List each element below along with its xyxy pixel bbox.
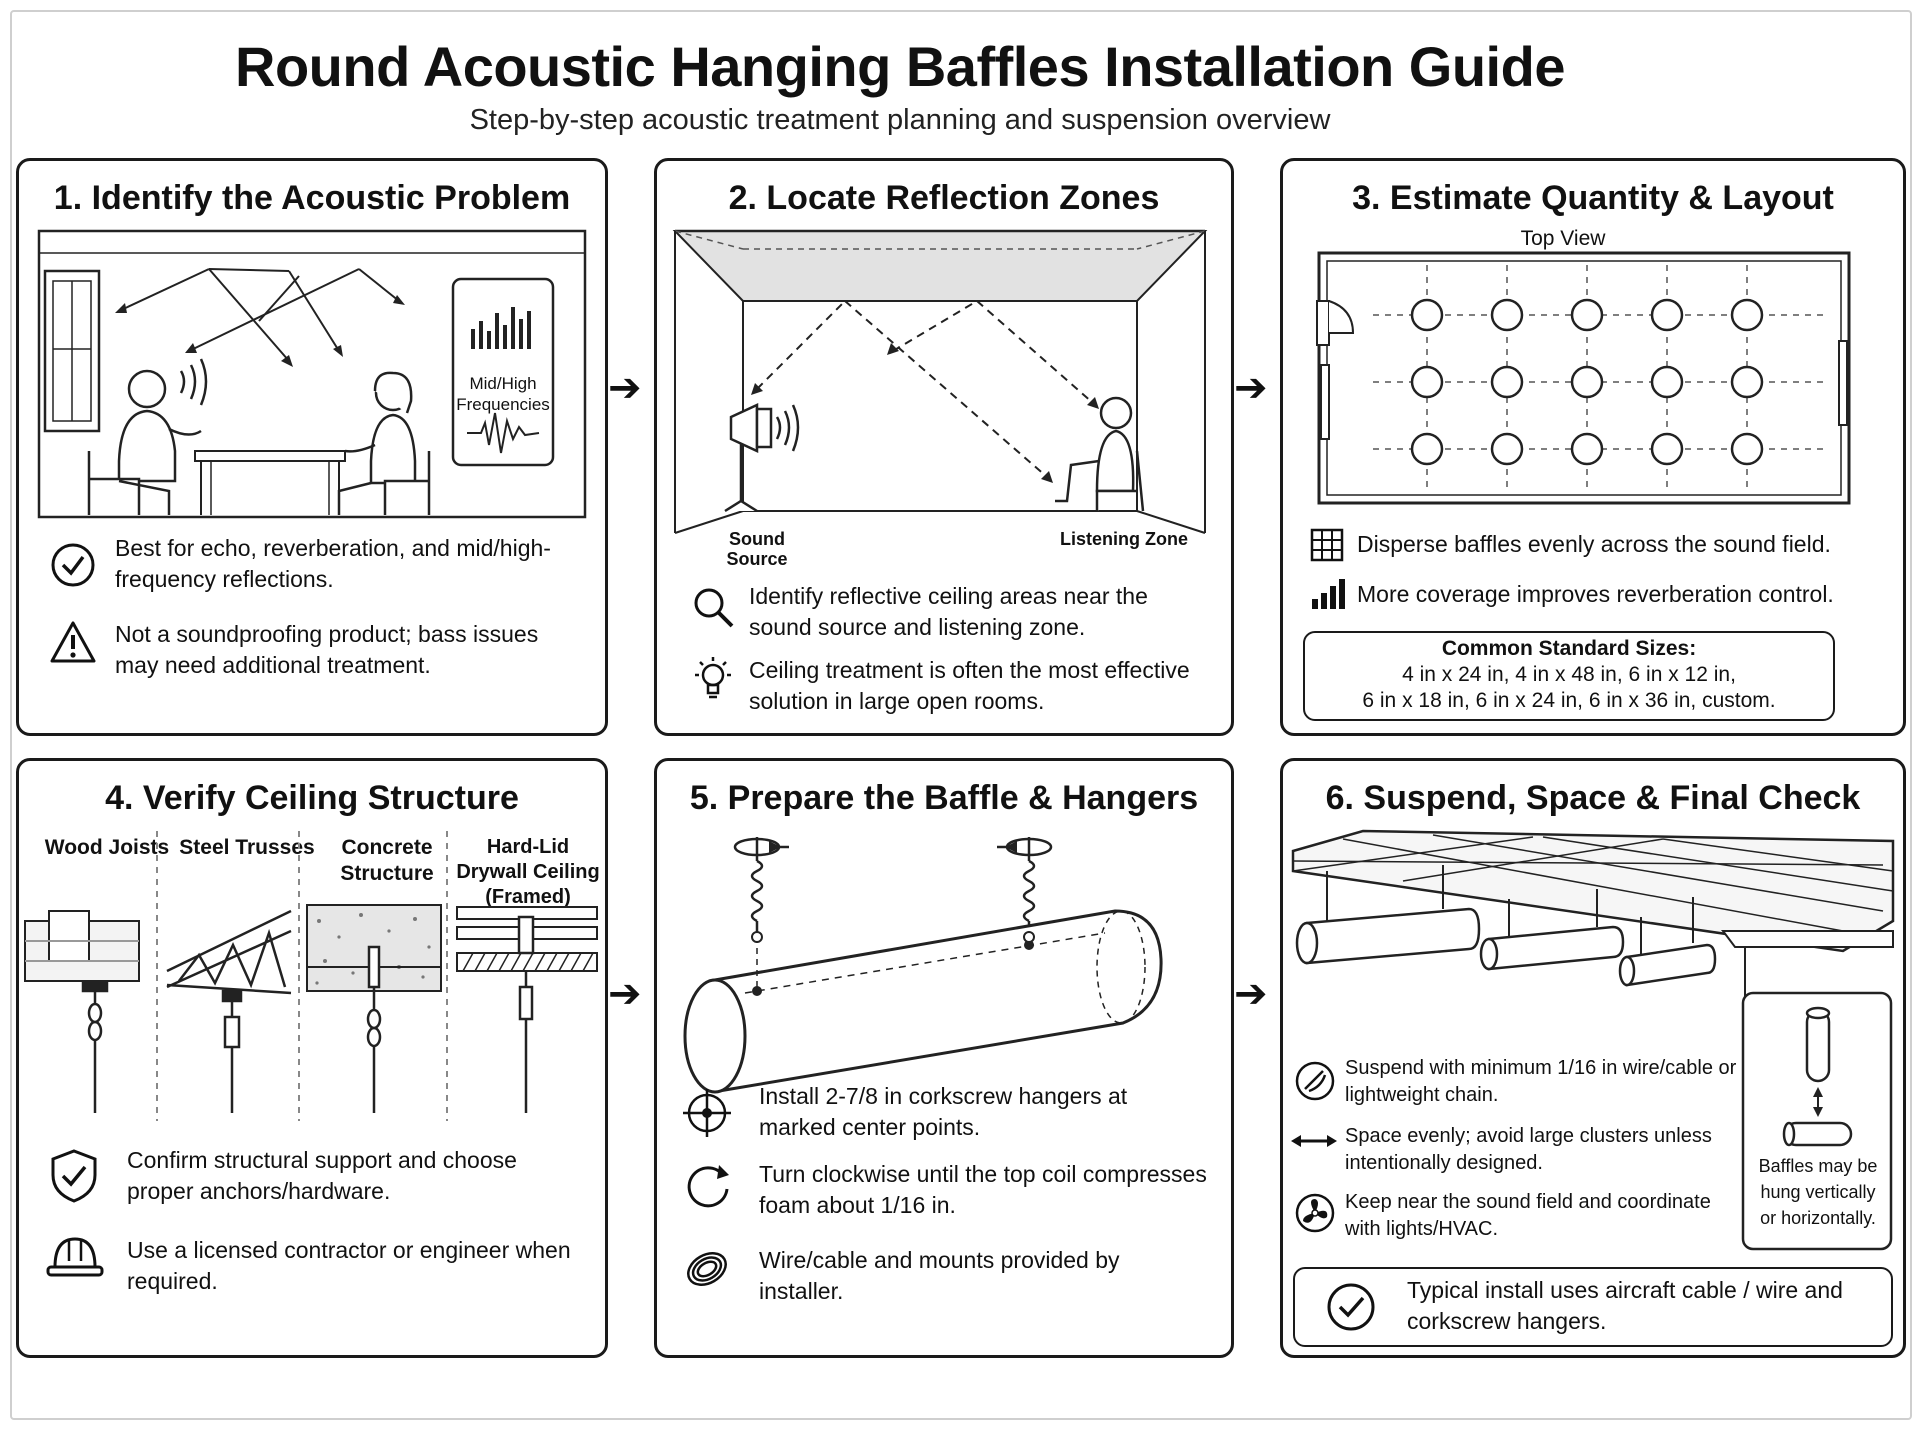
double-arrow-icon bbox=[1291, 1135, 1337, 1147]
step-3-note-2: More coverage improves reverberation con… bbox=[1357, 581, 1834, 607]
final-check-text: Typical install uses aircraft cable / wi… bbox=[1407, 1277, 1843, 1334]
baffle-position bbox=[1410, 298, 1444, 332]
step-5-note-1: Install 2-7/8 in corkscrew hangers at ma… bbox=[759, 1083, 1128, 1140]
page-subtitle: Step-by-step acoustic treatment planning… bbox=[469, 104, 1331, 136]
step-2-note-1: Identify reflective ceiling areas near t… bbox=[749, 583, 1148, 640]
baffle-position bbox=[1650, 298, 1684, 332]
baffle-position bbox=[1410, 432, 1444, 466]
frequency-label: Mid/High Frequencies bbox=[456, 374, 550, 414]
step-6-panel: 6. Suspend, Space & Final Check bbox=[1280, 758, 1906, 1358]
step-4-note-1: Confirm structural support and choose pr… bbox=[127, 1147, 517, 1204]
flow-arrow-1-2: ➔ bbox=[608, 366, 642, 410]
step-1-note-2: Not a soundproofing product; bass issues… bbox=[115, 621, 539, 678]
fan-icon bbox=[1295, 1193, 1335, 1233]
cable-icon bbox=[1295, 1061, 1335, 1101]
step-1-panel: 1. Identify the Acoustic Problem bbox=[16, 158, 608, 736]
sound-source-label: Sound Source bbox=[726, 529, 788, 569]
step-2-panel: 2. Locate Reflection Zones bbox=[654, 158, 1234, 736]
warning-icon bbox=[50, 621, 96, 663]
standard-sizes-box: Common Standard Sizes: 4 in x 24 in, 4 i… bbox=[1303, 631, 1835, 721]
step-5-title: 5. Prepare the Baffle & Hangers bbox=[689, 779, 1199, 817]
page-title: Round Acoustic Hanging Baffles Installat… bbox=[235, 35, 1565, 98]
step-6-note-1: Suspend with minimum 1/16 in wire/cable … bbox=[1345, 1057, 1737, 1106]
hard-hat-icon bbox=[46, 1237, 104, 1277]
top-view-label: Top View bbox=[1520, 227, 1606, 250]
baffle-position bbox=[1730, 365, 1764, 399]
top-view-layout bbox=[1316, 251, 1851, 505]
flow-arrow-2-3: ➔ bbox=[1234, 366, 1268, 410]
flow-arrow-4-5: ➔ bbox=[608, 972, 642, 1016]
step-4-panel: 4. Verify Ceiling Structure Wood Joists … bbox=[16, 758, 608, 1358]
flow-arrow-5-6: ➔ bbox=[1234, 972, 1268, 1016]
structure-label-wood: Wood Joists bbox=[44, 836, 170, 859]
acoustic-problem-illustration bbox=[37, 229, 587, 519]
orientation-note: Baffles may be hung vertically or horizo… bbox=[1758, 1156, 1878, 1228]
step-6-note-3: Keep near the sound field and coordinate… bbox=[1345, 1191, 1711, 1240]
rotate-icon bbox=[687, 1165, 729, 1208]
sizes-title: Common Standard Sizes: bbox=[1441, 637, 1697, 660]
step-2-note-2: Ceiling treatment is often the most effe… bbox=[749, 657, 1190, 714]
baffle-position bbox=[1650, 365, 1684, 399]
step-5-note-2: Turn clockwise until the top coil compre… bbox=[759, 1161, 1207, 1218]
lightbulb-icon bbox=[695, 657, 731, 699]
structure-label-steel: Steel Trusses bbox=[179, 836, 315, 859]
baffle-position bbox=[1490, 432, 1524, 466]
step-1-note-1: Best for echo, reverberation, and mid/hi… bbox=[115, 535, 551, 592]
baffle-position bbox=[1650, 432, 1684, 466]
step-6-note-2: Space evenly; avoid large clusters unles… bbox=[1345, 1125, 1712, 1174]
sizes-line-1: 4 in x 24 in, 4 in x 48 in, 6 in x 12 in… bbox=[1402, 663, 1736, 686]
step-6-title: 6. Suspend, Space & Final Check bbox=[1325, 779, 1861, 817]
step-2-title: 2. Locate Reflection Zones bbox=[728, 179, 1160, 217]
grid-icon bbox=[1310, 528, 1344, 562]
baffle-position bbox=[1730, 298, 1764, 332]
reflection-zones-illustration bbox=[672, 229, 1208, 534]
shield-check-icon bbox=[51, 1149, 97, 1203]
baffle-position bbox=[1490, 365, 1524, 399]
baffle-position bbox=[1570, 365, 1604, 399]
baffle-hanger-illustration bbox=[683, 837, 1163, 1094]
structure-label-drywall: Hard-Lid Drywall Ceiling (Framed) bbox=[456, 836, 600, 908]
baffle-position bbox=[1410, 365, 1444, 399]
step-1-title: 1. Identify the Acoustic Problem bbox=[53, 179, 571, 217]
final-check-box: Typical install uses aircraft cable / wi… bbox=[1293, 1267, 1893, 1347]
check-circle-icon bbox=[1327, 1283, 1375, 1331]
baffle-position bbox=[1730, 432, 1764, 466]
step-3-title: 3. Estimate Quantity & Layout bbox=[1352, 179, 1834, 217]
step-4-title: 4. Verify Ceiling Structure bbox=[105, 779, 519, 817]
bars-icon bbox=[1312, 579, 1345, 609]
check-circle-icon bbox=[51, 543, 95, 587]
baffle-position bbox=[1490, 298, 1524, 332]
listening-zone-label: Listening Zone bbox=[1060, 529, 1188, 549]
magnifier-icon bbox=[694, 588, 734, 628]
crosshair-icon bbox=[683, 1089, 731, 1137]
step-5-panel: 5. Prepare the Baffle & Hangers bbox=[654, 758, 1234, 1358]
step-3-panel: 3. Estimate Quantity & Layout Top View D… bbox=[1280, 158, 1906, 736]
step-4-note-2: Use a licensed contractor or engineer wh… bbox=[127, 1237, 571, 1294]
suspended-baffles-illustration bbox=[1291, 829, 1895, 1251]
structure-label-concrete: Concrete Structure bbox=[340, 836, 434, 885]
ceiling-structures-illustration bbox=[24, 831, 598, 1121]
sizes-line-2: 6 in x 18 in, 6 in x 24 in, 6 in x 36 in… bbox=[1362, 689, 1776, 712]
baffle-position bbox=[1570, 432, 1604, 466]
cable-coil-icon bbox=[687, 1252, 727, 1286]
step-3-note-1: Disperse baffles evenly across the sound… bbox=[1357, 531, 1831, 557]
step-5-note-3: Wire/cable and mounts provided by instal… bbox=[759, 1247, 1120, 1304]
page-frame bbox=[10, 10, 1912, 1420]
baffle-position bbox=[1570, 298, 1604, 332]
